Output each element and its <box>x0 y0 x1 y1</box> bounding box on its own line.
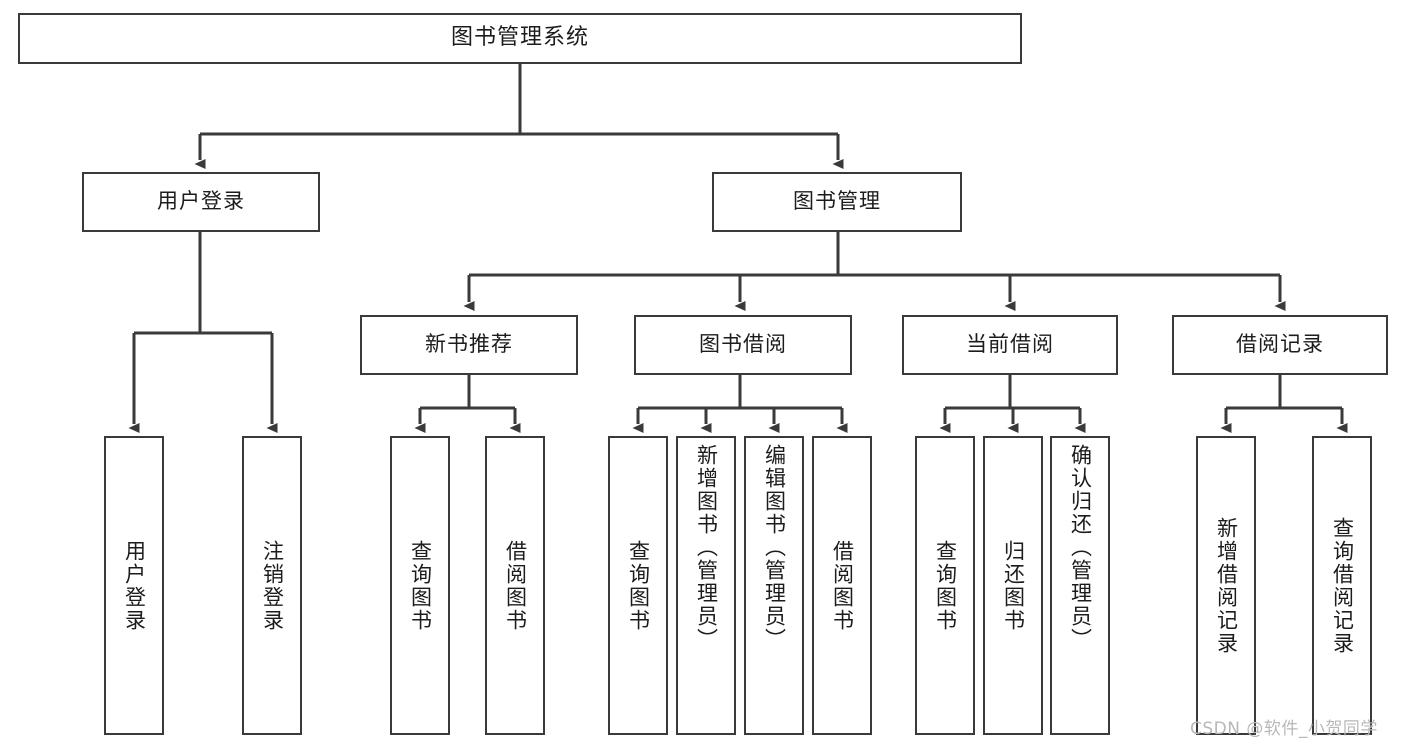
leaf-edit-book-admin[interactable]: 编辑图书（管理员） <box>744 436 804 735</box>
leaf-logout[interactable]: 注销登录 <box>242 436 302 735</box>
leaf-borrow-book-recommend[interactable]: 借阅图书 <box>485 436 545 735</box>
node-current-borrow[interactable]: 当前借阅 <box>902 315 1118 375</box>
node-book-borrow[interactable]: 图书借阅 <box>634 315 852 375</box>
leaf-add-book-admin[interactable]: 新增图书（管理员） <box>676 436 736 735</box>
leaf-user-login[interactable]: 用户登录 <box>104 436 164 735</box>
leaf-query-book-borrow[interactable]: 查询图书 <box>608 436 668 735</box>
leaf-borrow-book-borrow[interactable]: 借阅图书 <box>812 436 872 735</box>
node-book-manage[interactable]: 图书管理 <box>712 172 962 232</box>
leaf-return-book[interactable]: 归还图书 <box>983 436 1043 735</box>
leaf-confirm-return-admin[interactable]: 确认归还（管理员） <box>1050 436 1110 735</box>
node-root-system[interactable]: 图书管理系统 <box>18 13 1022 64</box>
leaf-query-book-current[interactable]: 查询图书 <box>915 436 975 735</box>
leaf-query-book-recommend[interactable]: 查询图书 <box>390 436 450 735</box>
node-user-login[interactable]: 用户登录 <box>82 172 320 232</box>
node-new-book-recommend[interactable]: 新书推荐 <box>360 315 578 375</box>
leaf-query-borrow-record[interactable]: 查询借阅记录 <box>1312 436 1372 735</box>
leaf-add-borrow-record[interactable]: 新增借阅记录 <box>1196 436 1256 735</box>
csdn-watermark: CSDN @软件_小贺同学 <box>1190 719 1378 739</box>
node-borrow-record[interactable]: 借阅记录 <box>1172 315 1388 375</box>
